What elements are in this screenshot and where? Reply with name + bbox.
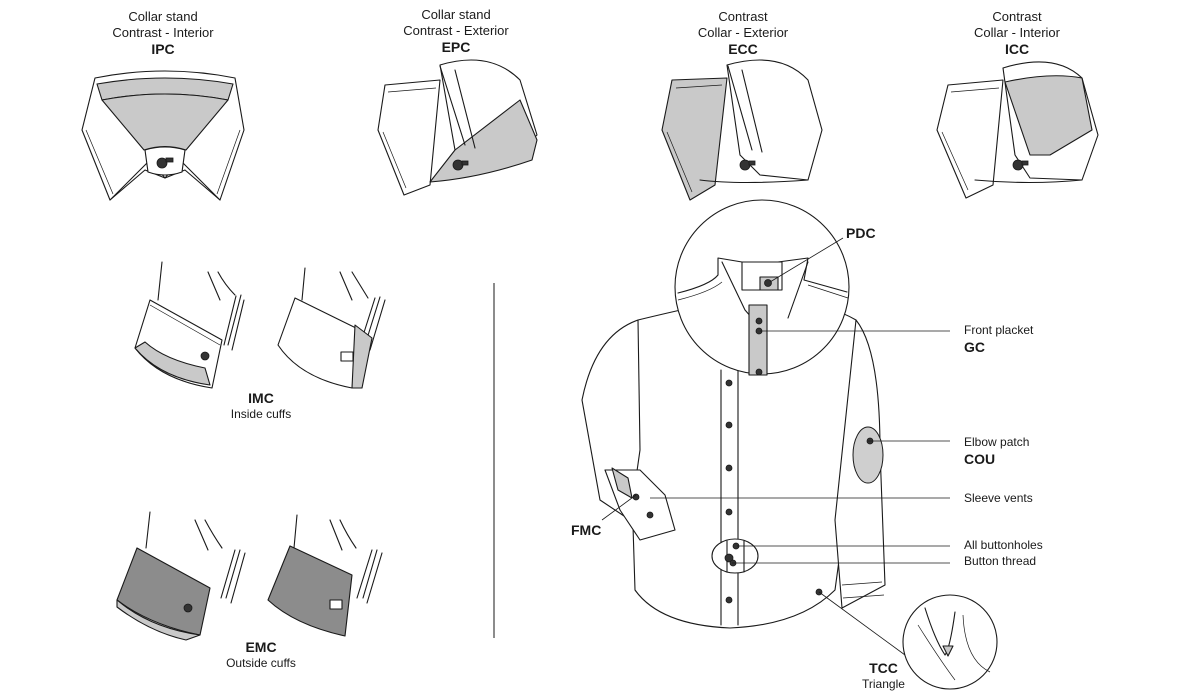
collar-ipc-code: IPC (151, 41, 175, 57)
collar-ecc-illustration (661, 59, 823, 201)
collar-ecc-line2: Collar - Exterior (697, 25, 789, 40)
elbow-patch-desc: Elbow patch (964, 435, 1030, 449)
front-placket-desc: Front placket (964, 323, 1034, 337)
cuff-imc-right-illustration (277, 267, 386, 389)
collar-epc-line2: Contrast - Exterior (403, 23, 509, 38)
collar-label-ipc: Collar stand Contrast - Interior IPC (93, 9, 233, 57)
collar-epc-illustration (377, 59, 538, 196)
elbow-patch-code: COU (964, 451, 996, 467)
cuff-label-imc: IMC Inside cuffs (211, 390, 311, 422)
collar-ecc-code: ECC (728, 41, 758, 57)
cuff-emc-left-illustration (116, 511, 246, 641)
tcc-callout: TCC Triangle (862, 659, 905, 692)
front-placket-callout: Front placket GC (964, 323, 1033, 356)
collar-icc-line2: Collar - Interior (974, 25, 1060, 40)
collar-epc-code: EPC (441, 39, 471, 55)
collar-icc-illustration (936, 61, 1099, 199)
collar-icc-line1: Contrast (992, 9, 1042, 24)
placket-buttons (725, 379, 733, 604)
front-placket-code: GC (964, 339, 985, 355)
collar-label-epc: Collar stand Contrast - Exterior EPC (386, 7, 526, 55)
collar-label-ecc: Contrast Collar - Exterior ECC (673, 9, 813, 57)
collar-ipc-line2: Contrast - Interior (112, 25, 214, 40)
fmc-label: FMC (571, 522, 602, 538)
collar-epc-line1: Collar stand (421, 7, 491, 22)
collar-zoom-detail (674, 199, 850, 376)
all-buttonholes-label: All buttonholes (964, 538, 1043, 552)
cuff-emc-right-illustration (267, 514, 383, 637)
collar-ipc-line1: Collar stand (128, 9, 198, 24)
collar-ecc-line1: Contrast (718, 9, 768, 24)
button-thread-label: Button thread (964, 554, 1037, 568)
collar-icc-code: ICC (1004, 41, 1030, 57)
cuff-imc-desc: Inside cuffs (230, 407, 292, 421)
cuff-label-emc: EMC Outside cuffs (211, 639, 311, 671)
cuff-emc-code: EMC (245, 639, 277, 655)
tcc-desc: Triangle (862, 677, 905, 691)
elbow-patch (852, 426, 884, 484)
pdc-label: PDC (846, 225, 876, 241)
collar-label-icc: Contrast Collar - Interior ICC (947, 9, 1087, 57)
buttonholes-zoom (711, 538, 759, 574)
elbow-patch-callout: Elbow patch COU (964, 435, 1029, 468)
triangle-zoom-detail (902, 594, 998, 690)
cuff-imc-left-illustration (134, 261, 245, 389)
leader-lines (601, 237, 950, 656)
sleeve-vents-label: Sleeve vents (964, 491, 1033, 505)
cuff-emc-desc: Outside cuffs (226, 656, 296, 670)
tcc-code: TCC (869, 660, 898, 676)
collar-ipc-illustration (81, 70, 245, 201)
cuff-imc-code: IMC (248, 390, 274, 406)
